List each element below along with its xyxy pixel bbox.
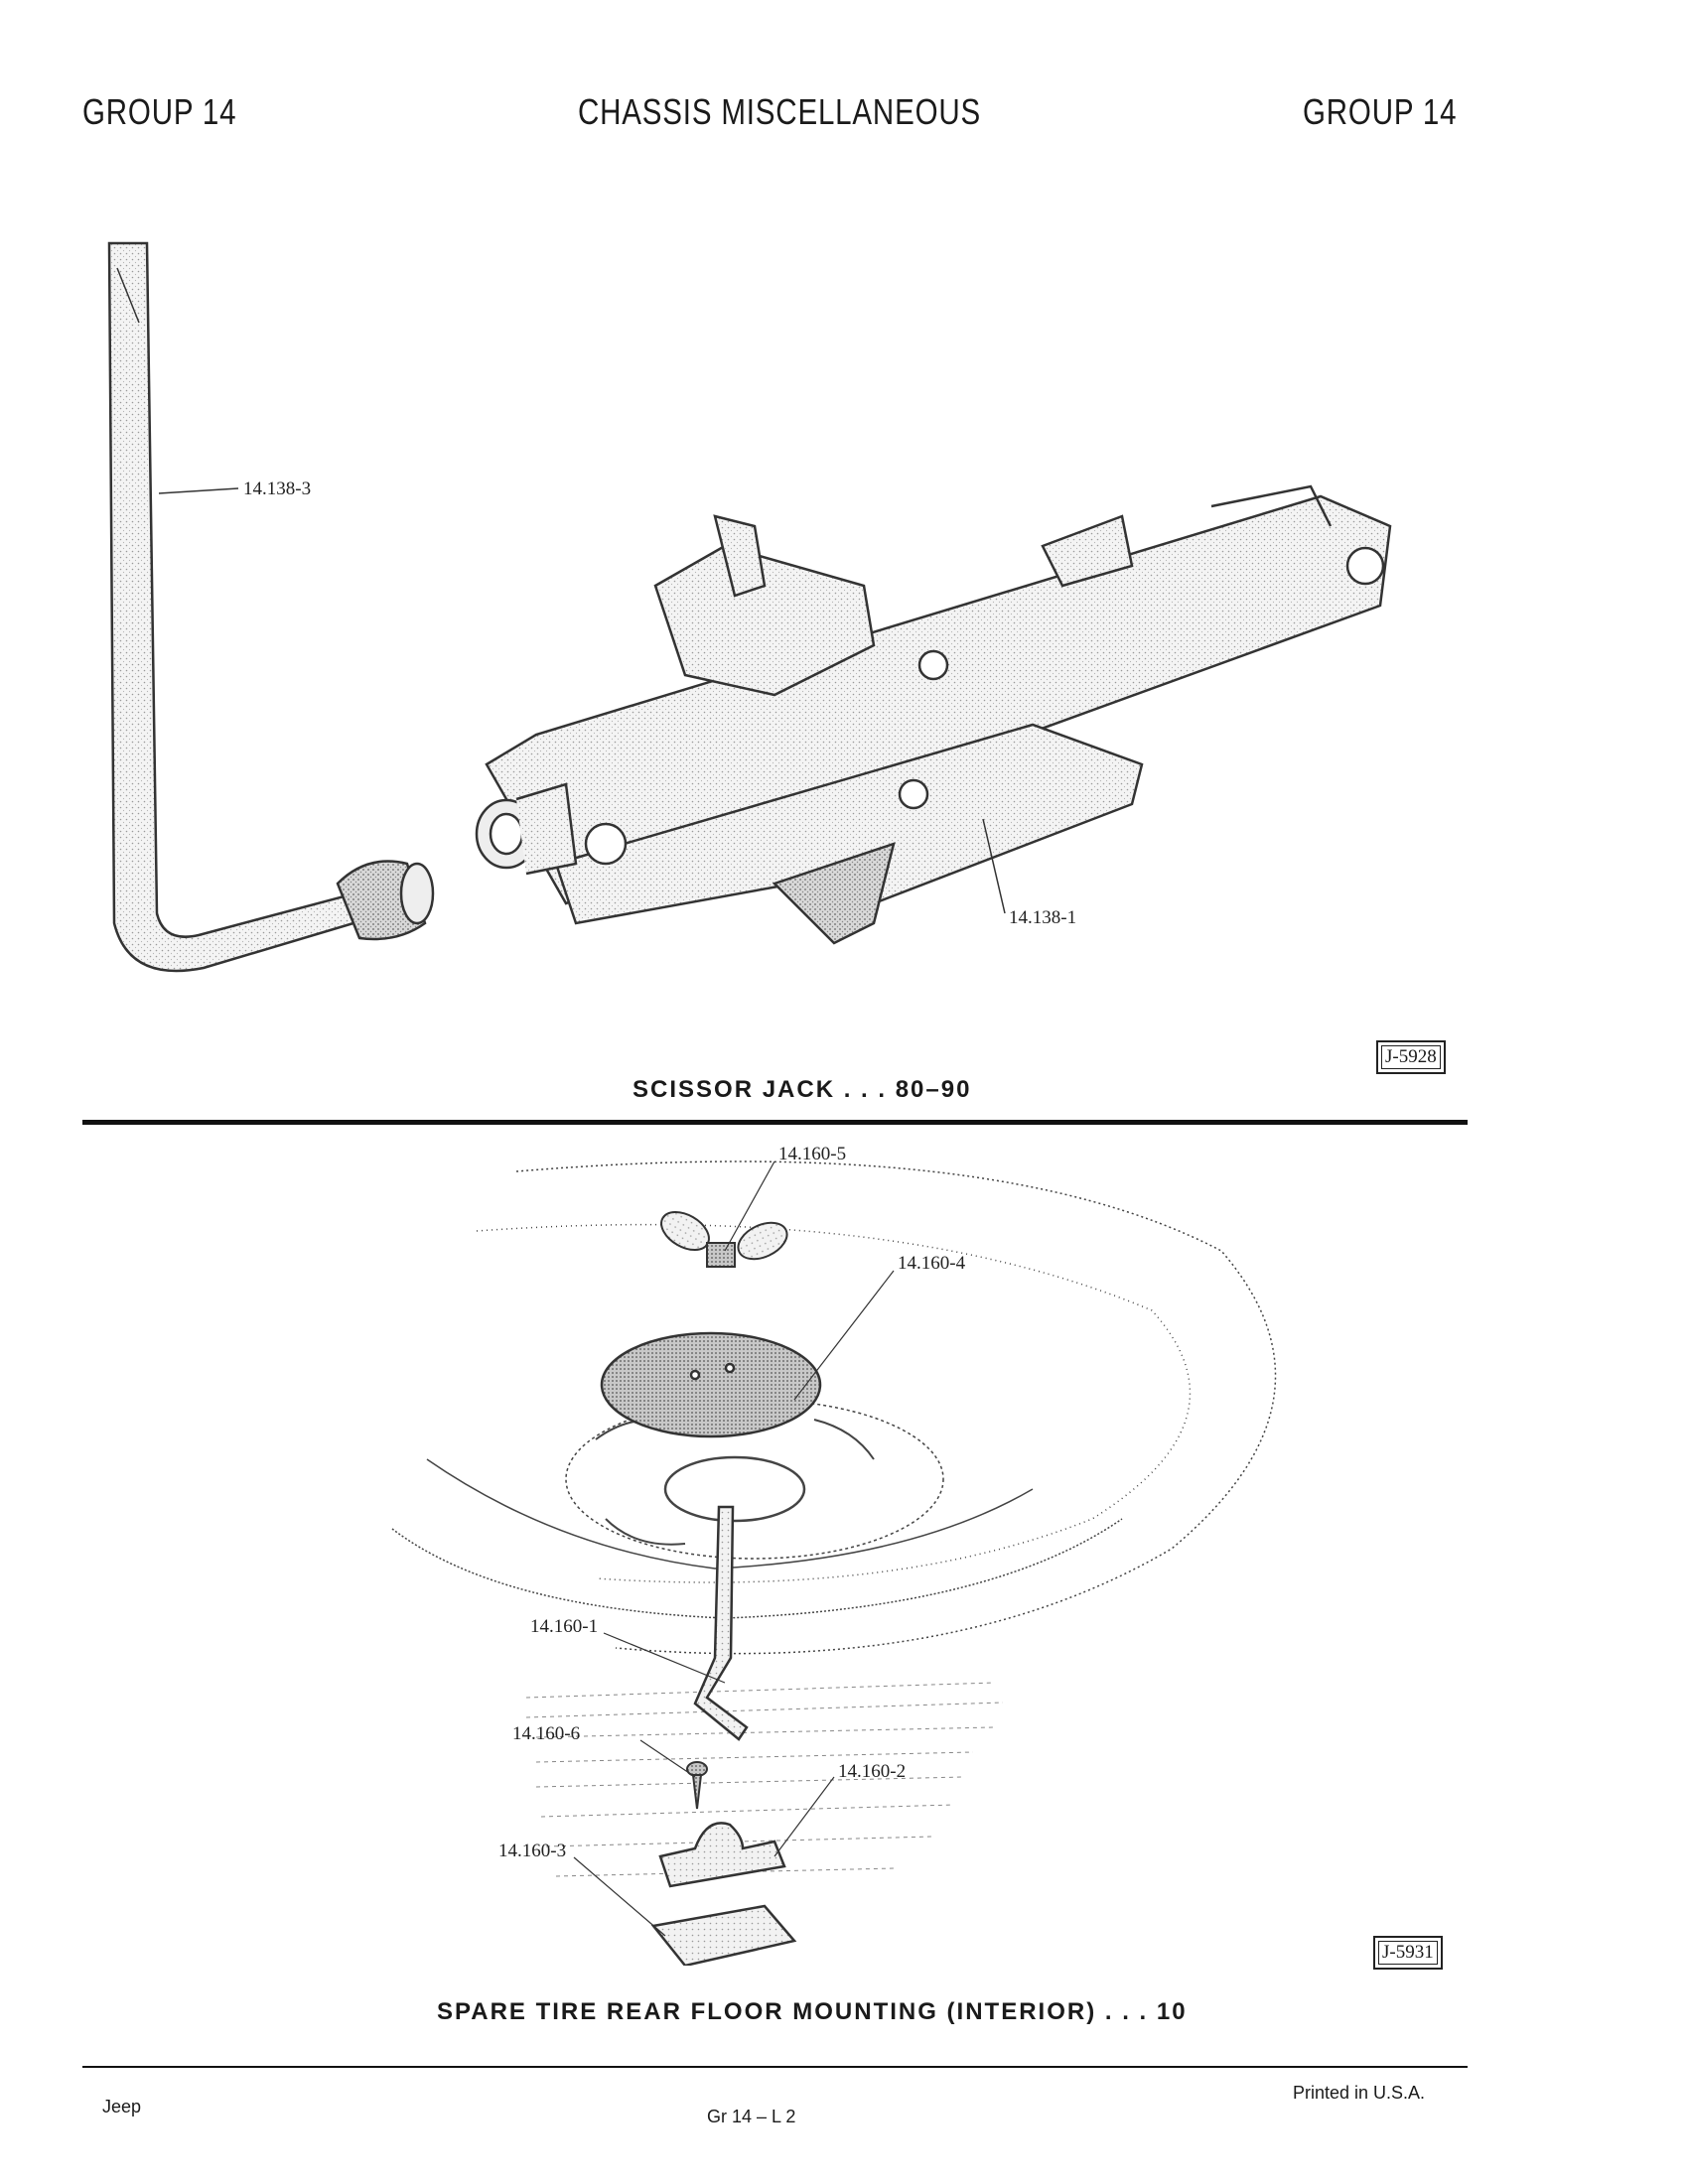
footer-printed: Printed in U.S.A. — [1293, 2083, 1426, 2103]
callout-screw: 14.160-6 — [512, 1723, 580, 1744]
figure1-caption: SCISSOR JACK . . . 80–90 — [633, 1076, 972, 1103]
mounting-washer — [600, 1331, 822, 1438]
screw — [686, 1761, 708, 1810]
jack-screw-end — [475, 782, 578, 876]
jack-handle — [107, 241, 435, 973]
callout-wing-nut: 14.160-5 — [778, 1144, 846, 1164]
callout-clamp: 14.160-2 — [838, 1761, 906, 1782]
figure2-caption: SPARE TIRE REAR FLOOR MOUNTING (INTERIOR… — [437, 1998, 1188, 2025]
section-divider — [82, 1120, 1468, 1125]
footer-page-number: Gr 14 – L 2 — [707, 2107, 796, 2126]
footer-brand: Jeep — [102, 2097, 142, 2116]
spare-tire — [391, 1160, 1277, 1655]
group-label-right: GROUP 14 — [1303, 91, 1458, 132]
callout-bolt: 14.160-1 — [530, 1616, 598, 1637]
callout-plate: 14.160-3 — [498, 1841, 566, 1861]
figure-id-j5928: J-5928 — [1376, 1040, 1446, 1074]
page-title: CHASSIS MISCELLANEOUS — [578, 91, 982, 132]
scissor-jack — [485, 484, 1392, 945]
clamp — [658, 1822, 786, 1888]
footer-rule — [82, 2066, 1468, 2068]
figure-id-j5931: J-5931 — [1373, 1936, 1443, 1970]
spare-tire-mounting-illustration: 14.160-5 14.160-4 14.160-1 14.160-6 14.1… — [391, 1144, 1277, 1966]
wing-nut — [660, 1211, 788, 1268]
callout-jack: 14.138-1 — [1009, 907, 1076, 928]
callout-handle: 14.138-3 — [243, 478, 311, 499]
mounting-bolt — [693, 1505, 749, 1741]
scissor-jack-illustration: 14.138-3 14.138-1 — [107, 241, 1392, 973]
mounting-plate — [650, 1904, 797, 1966]
leader-lines — [573, 1160, 895, 1937]
group-label-left: GROUP 14 — [82, 91, 237, 132]
callout-washer: 14.160-4 — [898, 1253, 966, 1274]
